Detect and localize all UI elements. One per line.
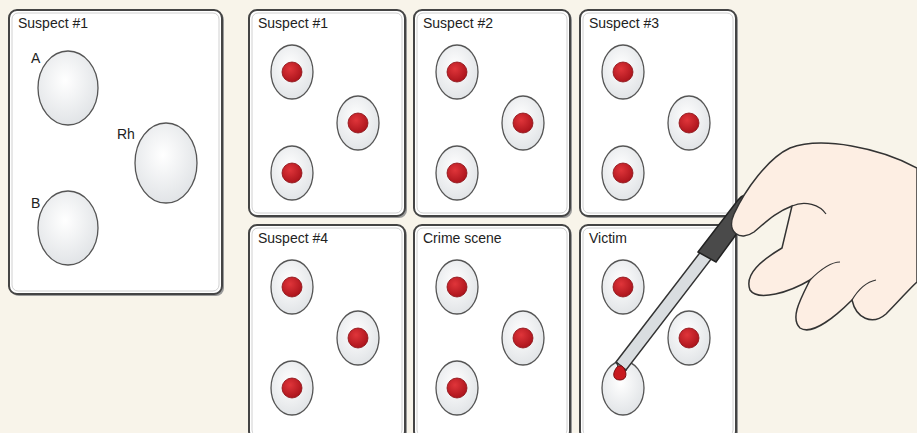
test-well xyxy=(668,311,710,365)
card-inner-edge xyxy=(12,13,219,291)
blood-sample xyxy=(447,277,467,297)
test-well xyxy=(271,361,313,415)
card-heading: Suspect #3 xyxy=(589,15,659,31)
blood-typing-card: Suspect #1 xyxy=(9,10,222,294)
card-heading: Victim xyxy=(589,230,627,246)
blood-sample xyxy=(282,378,302,398)
test-well xyxy=(436,45,478,99)
blood-sample xyxy=(513,113,533,133)
antiserum-label: Rh xyxy=(117,126,135,142)
blood-typing-card xyxy=(9,10,222,294)
test-well xyxy=(436,146,478,200)
card-heading: Crime scene xyxy=(423,230,502,246)
blood-sample xyxy=(613,62,633,82)
blood-typing-card xyxy=(414,225,570,433)
test-well xyxy=(602,260,644,314)
blood-typing-card: Victim xyxy=(580,225,736,433)
blood-sample xyxy=(447,62,467,82)
blood-typing-card xyxy=(580,10,736,216)
test-well xyxy=(502,96,544,150)
blood-sample xyxy=(613,277,633,297)
test-well xyxy=(436,260,478,314)
test-well xyxy=(436,361,478,415)
test-well xyxy=(602,146,644,200)
blood-sample xyxy=(348,113,368,133)
blood-sample xyxy=(679,113,699,133)
blood-typing-card xyxy=(249,10,405,216)
test-well xyxy=(271,146,313,200)
card-heading: Suspect #1 xyxy=(18,15,88,31)
test-well xyxy=(271,45,313,99)
test-well xyxy=(668,96,710,150)
card-inner-edge xyxy=(252,228,402,433)
card-heading: Suspect #4 xyxy=(258,230,328,246)
blood-typing-card: Suspect #1 xyxy=(249,10,405,216)
card-inner-edge xyxy=(417,228,567,433)
test-well xyxy=(271,260,313,314)
blood-sample xyxy=(679,328,699,348)
card-inner-edge xyxy=(252,13,402,213)
antiserum-label: A xyxy=(31,50,40,66)
blood-typing-card: Suspect #2 xyxy=(414,10,570,216)
blood-sample xyxy=(613,163,633,183)
blood-sample xyxy=(282,277,302,297)
blood-typing-card xyxy=(249,225,405,433)
blood-typing-card xyxy=(414,10,570,216)
test-well xyxy=(337,96,379,150)
test-well xyxy=(602,361,644,415)
blood-sample xyxy=(348,328,368,348)
card-heading: Suspect #2 xyxy=(423,15,493,31)
card-inner-edge xyxy=(417,13,567,213)
blood-sample xyxy=(513,328,533,348)
test-well xyxy=(38,51,98,125)
blood-typing-card: Crime scene xyxy=(414,225,570,433)
blood-typing-card: Suspect #4 xyxy=(249,225,405,433)
antiserum-label: B xyxy=(31,195,40,211)
blood-typing-card: Suspect #3 xyxy=(580,10,736,216)
test-well xyxy=(602,45,644,99)
blood-sample xyxy=(447,378,467,398)
test-well xyxy=(38,191,98,265)
test-well xyxy=(337,311,379,365)
test-well xyxy=(135,123,197,203)
card-inner-edge xyxy=(583,13,733,213)
blood-sample xyxy=(447,163,467,183)
test-well xyxy=(502,311,544,365)
blood-sample xyxy=(282,163,302,183)
card-heading: Suspect #1 xyxy=(258,15,328,31)
hand xyxy=(732,143,917,330)
blood-sample xyxy=(282,62,302,82)
